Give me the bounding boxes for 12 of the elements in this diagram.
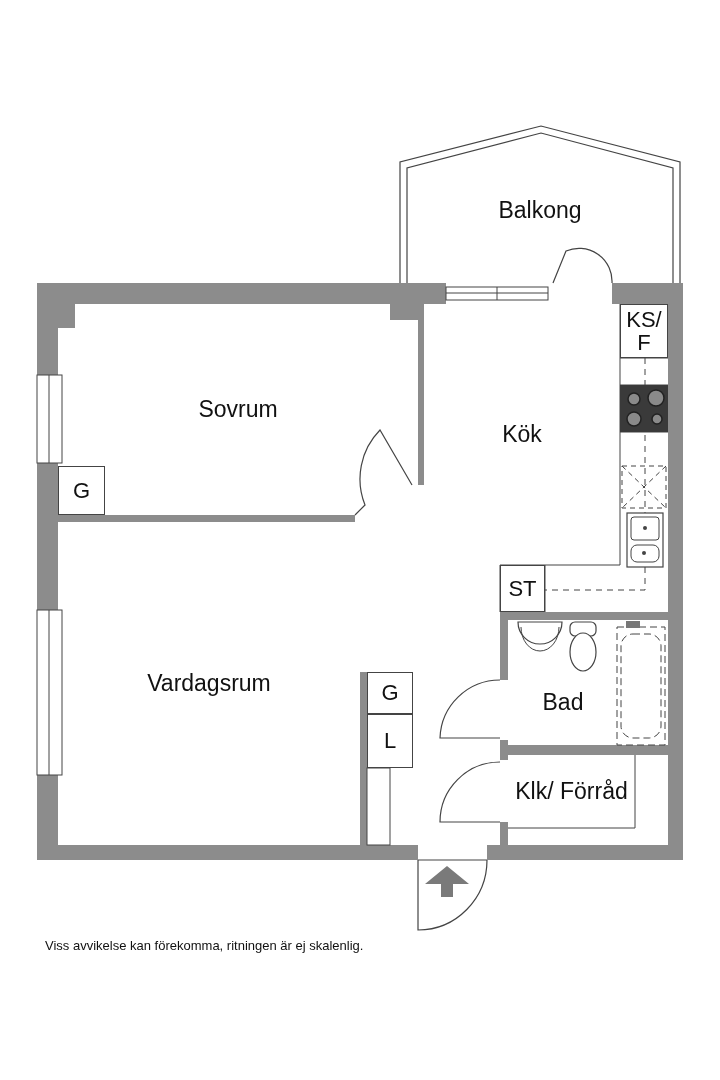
room-label: Vardagsrum [147,671,271,696]
disclaimer-note: Viss avvikelse kan förekomma, ritningen är ej skalenlig. [45,938,364,953]
storage-cabinet: L [367,714,413,768]
room-label: Sovrum [198,397,278,422]
storage-cabinet: ST [500,565,545,612]
storage-cabinet: KS/ F [620,304,668,358]
room-label: Bad [542,690,584,715]
room-label: Kök [502,422,542,447]
room-label: Klk/ Förråd [515,779,628,804]
room-label: Balkong [498,197,582,223]
storage-cabinet: G [58,466,105,515]
storage-cabinet: G [367,672,413,714]
